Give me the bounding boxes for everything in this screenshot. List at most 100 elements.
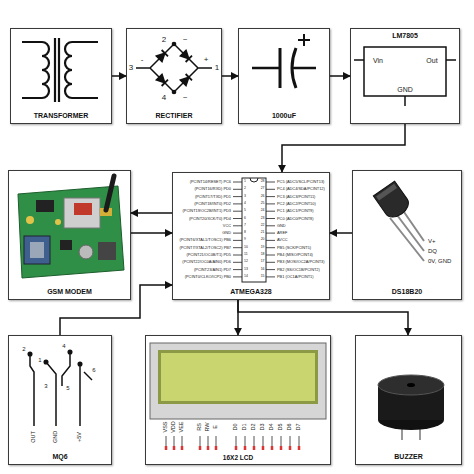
primary-coil — [22, 42, 49, 98]
pin-number: 20 — [261, 239, 265, 242]
terminal-label: + — [204, 56, 209, 64]
pin-number: 2 — [244, 188, 246, 191]
serial-connector-face — [30, 242, 44, 258]
diode-bar — [162, 50, 168, 56]
pin-number: 7 — [244, 224, 246, 227]
buzzer-hole — [407, 383, 415, 387]
diode-symbol — [156, 74, 168, 86]
pin-name: (PCINT14/RESET) PC6 — [190, 180, 231, 184]
block-title: TRANSFORMER — [34, 112, 88, 120]
terminal-dot — [172, 90, 175, 93]
pin-name: (PCINT18/INT0) PD2 — [194, 202, 231, 206]
diode-bar — [186, 74, 192, 80]
pin-number: 1 — [244, 180, 246, 183]
block-box: GSM MODEM — [8, 170, 131, 300]
block-title: RECTIFIER — [156, 112, 193, 120]
pin-name: PB5 (SCK/PCINT5) — [277, 246, 311, 250]
pin-number: 16 — [261, 268, 265, 271]
pin-number: 9 — [244, 239, 246, 242]
pin-number: 17 — [261, 261, 265, 264]
pin-name: PC2 (ADC2/PCINT10) — [277, 202, 316, 206]
capacitor-plate — [279, 48, 282, 88]
pin-label: RS — [197, 423, 203, 431]
diode-triangle — [180, 50, 191, 61]
pin-number: 6 — [92, 367, 95, 373]
terminal-label: 4 — [162, 94, 166, 102]
pin-name: PB1 (OC1A/PCINT1) — [277, 275, 314, 279]
pin-number: 24 — [261, 209, 265, 212]
pin-label: GND — [53, 431, 59, 443]
sensor-wire — [46, 362, 56, 426]
sensor-body — [373, 181, 412, 221]
pin-number: 2 — [22, 346, 25, 352]
lcd-bezel — [158, 350, 318, 404]
lcd-screen — [161, 353, 315, 401]
pin-label: D1 — [242, 423, 248, 430]
pin-label: D4 — [269, 423, 275, 430]
capacitor-curved-plate — [292, 48, 296, 88]
diode-symbol — [156, 50, 168, 62]
capacitor-symbol — [252, 34, 316, 88]
pin-label: VDD — [171, 421, 177, 433]
polarity-sign — [298, 34, 310, 46]
block-box: 1000uF — [238, 28, 330, 124]
pin-name: PC3 (ADC3/PCINT11) — [277, 195, 315, 199]
block-box: MQ6 — [8, 335, 112, 465]
pin-name: PB3 (MOSI/OC2A/PCINT3) — [277, 260, 325, 264]
pin-number: 1 — [38, 357, 41, 363]
pin-number: 28 — [261, 180, 265, 183]
pin-label: DQ — [428, 248, 437, 254]
block-title: 16X2 LCD — [223, 454, 253, 461]
diode-triangle — [156, 50, 167, 61]
terminal-label: - — [141, 56, 144, 64]
signal-arrow — [330, 75, 350, 77]
sensor-package — [373, 181, 412, 221]
pin-label: +5V — [77, 432, 83, 442]
block-box: LM7805 — [350, 28, 460, 124]
pin-number: 23 — [261, 217, 265, 220]
bridge-wire — [136, 44, 212, 92]
secondary-coil — [65, 42, 98, 98]
block-title: BUZZER — [394, 453, 422, 461]
signal-arrow — [112, 75, 126, 77]
pin-label: E — [213, 425, 219, 429]
block-box: DS18B20 — [352, 170, 462, 300]
regulator-lead — [354, 60, 456, 106]
pin-number: 25 — [261, 202, 265, 205]
pin-name: (PCINT21/OC0B/T1) PD5 — [186, 253, 231, 257]
sim-module-label — [74, 203, 92, 215]
pin-number: 18 — [261, 253, 265, 256]
microcontroller-chip — [233, 178, 275, 282]
bridge-rectifier-symbol — [136, 42, 212, 93]
terminal-label: 1 — [215, 64, 219, 72]
pin-name: (PCINT0/CLKO/ICP1) PB0 — [185, 275, 231, 279]
pin-number: 14 — [244, 275, 248, 278]
chip-pins — [233, 182, 275, 277]
pin-label: RW — [205, 422, 211, 431]
pin-number: 26 — [261, 195, 265, 198]
transformer-symbol — [22, 38, 98, 102]
pin-label: D2 — [251, 423, 257, 430]
signal-arrow — [330, 232, 352, 234]
antenna — [106, 176, 114, 210]
signal-arrow — [237, 300, 239, 335]
pin-name: PC1 (ADC1/PCINT9) — [277, 209, 314, 213]
pin-number: 5 — [244, 209, 246, 212]
pin-dot — [68, 350, 72, 354]
block-title: 1000uF — [272, 112, 296, 120]
pin-name: VCC — [223, 224, 231, 228]
pin-name: PC5 (ADC5/SCL/PCINT13) — [277, 180, 324, 184]
pin-label: VSS — [163, 421, 169, 432]
pin-name: (PCINT16/RXD) PD0 — [194, 187, 231, 191]
terminal-label: 3 — [129, 64, 133, 72]
regulator-body — [364, 47, 446, 96]
pin-label: D3 — [260, 423, 266, 430]
pin-number: 19 — [261, 246, 265, 249]
pin-dot — [28, 352, 32, 356]
lcd-pins — [166, 436, 299, 447]
pin-number: 13 — [244, 268, 248, 271]
gsm-module — [64, 198, 100, 228]
